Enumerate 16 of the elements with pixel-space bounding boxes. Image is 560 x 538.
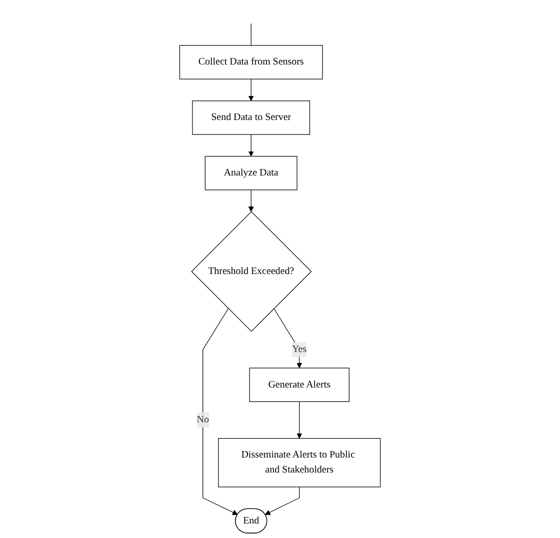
node-diamond: Threshold Exceeded? bbox=[191, 211, 312, 332]
node-box: Disseminate Alerts to Public and Stakeholders bbox=[218, 438, 381, 488]
node-box: Analyze Data bbox=[204, 156, 298, 190]
node-box: Collect Data from Sensors bbox=[179, 45, 323, 80]
arrow bbox=[248, 190, 254, 212]
node-box: Send Data to Server bbox=[192, 100, 310, 135]
arrow bbox=[274, 308, 302, 368]
edge-label: Yes bbox=[292, 344, 307, 355]
arrow bbox=[264, 486, 300, 515]
arrow bbox=[202, 308, 238, 515]
arrow bbox=[248, 78, 254, 102]
connector bbox=[250, 23, 252, 46]
arrow bbox=[248, 134, 254, 157]
arrow bbox=[296, 401, 302, 439]
node-box: Generate Alerts bbox=[249, 368, 350, 402]
edge-label: No bbox=[196, 414, 209, 426]
